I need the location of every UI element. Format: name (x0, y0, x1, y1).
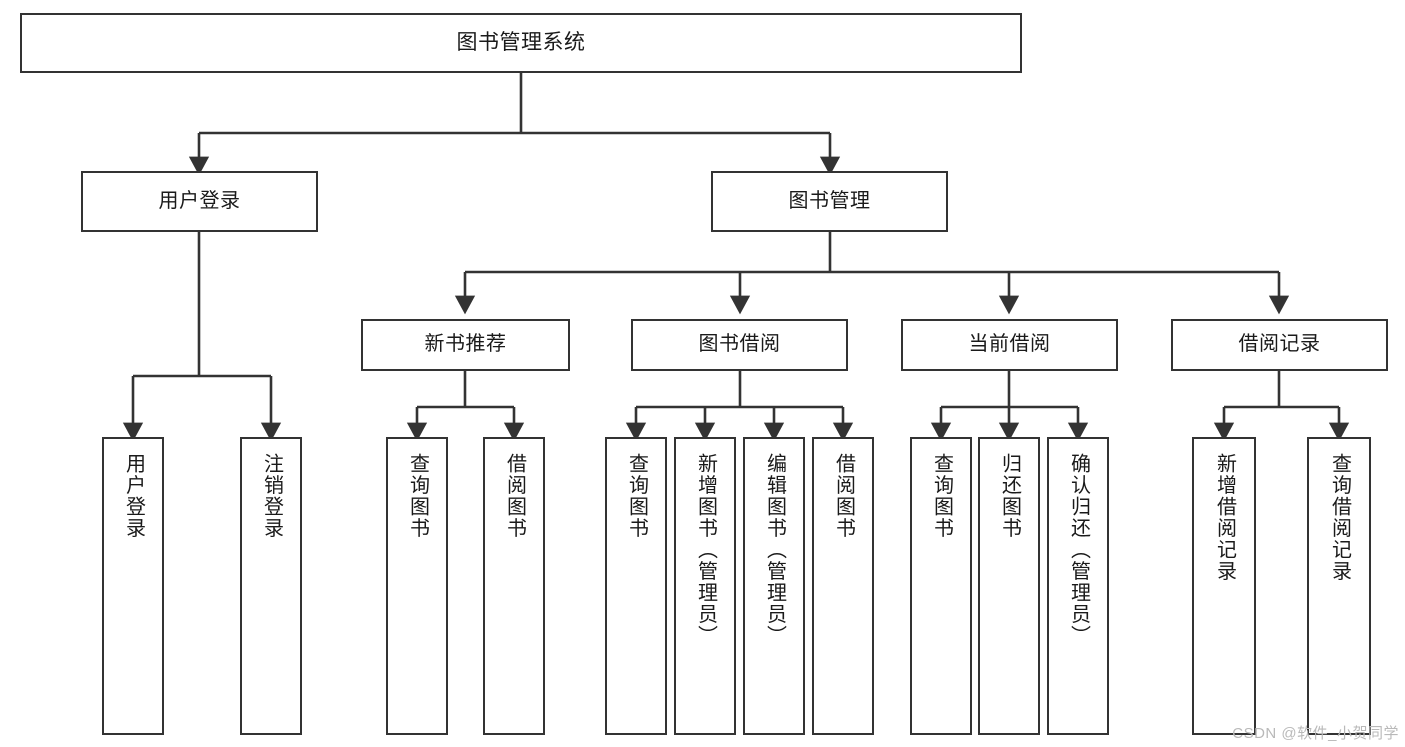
node-borrow-record[interactable]: 借阅记录 (1171, 319, 1388, 371)
node-label: 查询图书 (406, 453, 429, 539)
node-leaf-query-borrow-record[interactable]: 查询借阅记录 (1307, 437, 1371, 735)
node-label: 编辑图书（管理员） (763, 453, 786, 647)
node-leaf-logout-login[interactable]: 注销登录 (240, 437, 302, 735)
node-label: 新增图书（管理员） (694, 453, 717, 647)
node-leaf-query-book-3[interactable]: 查询图书 (910, 437, 972, 735)
node-label: 用户登录 (122, 453, 145, 539)
node-label: 查询图书 (625, 453, 648, 539)
node-label: 图书管理 (788, 189, 871, 212)
node-label: 图书借阅 (698, 333, 781, 356)
node-label: 借阅记录 (1238, 333, 1321, 356)
node-new-book-recommend[interactable]: 新书推荐 (361, 319, 570, 371)
node-leaf-borrow-book-2[interactable]: 借阅图书 (812, 437, 874, 735)
node-leaf-user-login[interactable]: 用户登录 (102, 437, 164, 735)
node-label: 新增借阅记录 (1213, 453, 1236, 582)
node-leaf-query-book-2[interactable]: 查询图书 (605, 437, 667, 735)
node-book-borrow[interactable]: 图书借阅 (631, 319, 848, 371)
node-label: 新书推荐 (424, 333, 507, 356)
node-user-login[interactable]: 用户登录 (81, 171, 318, 232)
node-label: 当前借阅 (968, 333, 1051, 356)
node-leaf-add-borrow-record[interactable]: 新增借阅记录 (1192, 437, 1256, 735)
node-label: 用户登录 (158, 189, 241, 212)
node-label: 注销登录 (260, 453, 283, 539)
node-label: 查询图书 (930, 453, 953, 539)
node-current-borrow[interactable]: 当前借阅 (901, 319, 1118, 371)
node-leaf-confirm-return-admin[interactable]: 确认归还（管理员） (1047, 437, 1109, 735)
node-label: 归还图书 (998, 453, 1021, 539)
node-root-book-management-system[interactable]: 图书管理系统 (20, 13, 1022, 73)
node-label: 查询借阅记录 (1328, 453, 1351, 582)
node-label: 借阅图书 (503, 453, 526, 539)
node-label: 图书管理系统 (456, 30, 586, 54)
node-leaf-query-book-1[interactable]: 查询图书 (386, 437, 448, 735)
node-leaf-return-book[interactable]: 归还图书 (978, 437, 1040, 735)
node-leaf-edit-book-admin[interactable]: 编辑图书（管理员） (743, 437, 805, 735)
node-label: 借阅图书 (832, 453, 855, 539)
node-label: 确认归还（管理员） (1067, 453, 1090, 647)
node-leaf-add-book-admin[interactable]: 新增图书（管理员） (674, 437, 736, 735)
watermark: CSDN @软件_小贺同学 (1232, 725, 1399, 742)
node-leaf-borrow-book-1[interactable]: 借阅图书 (483, 437, 545, 735)
node-book-management[interactable]: 图书管理 (711, 171, 948, 232)
